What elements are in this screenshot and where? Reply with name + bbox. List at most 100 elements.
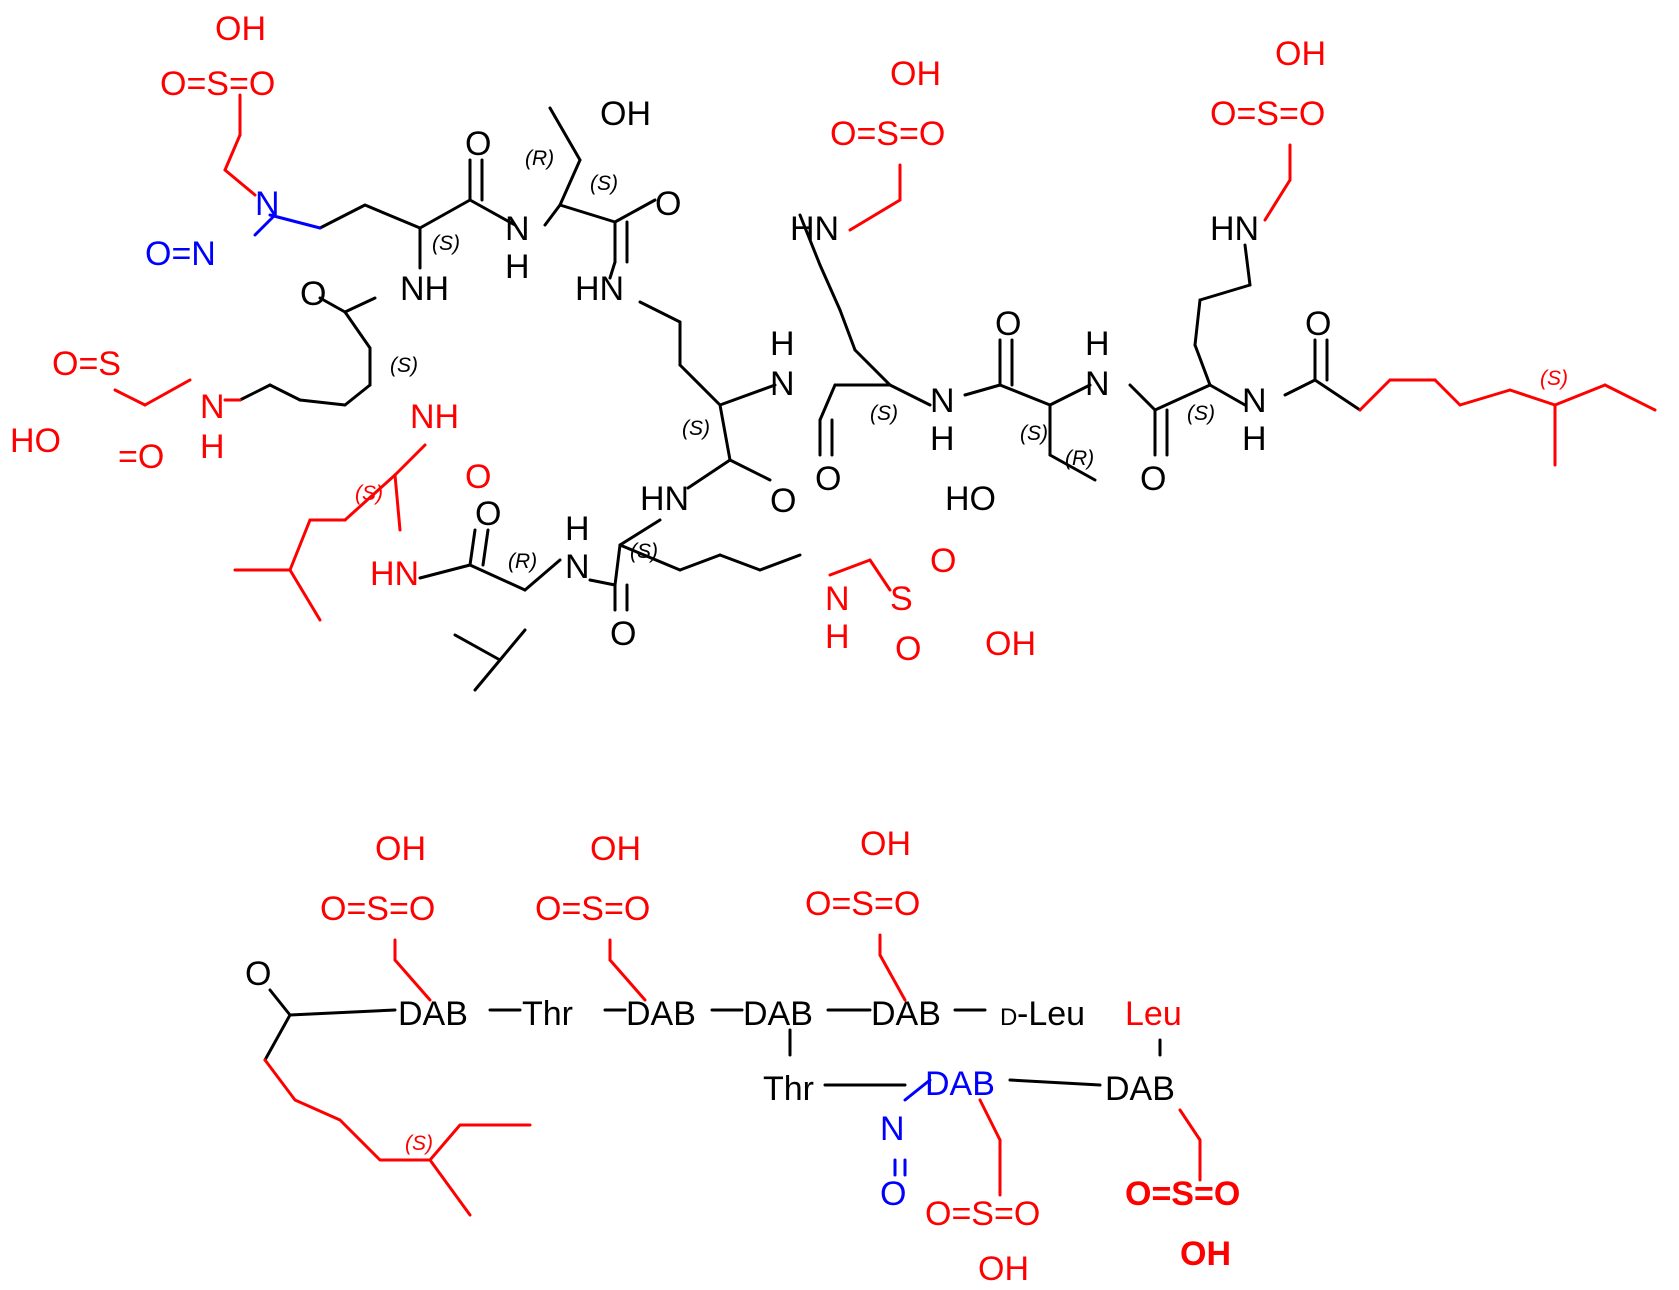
label-h: H xyxy=(770,325,795,363)
label-nh: NH xyxy=(410,398,459,436)
stereo-label: (S) xyxy=(682,417,710,440)
residue-dab: DAB xyxy=(626,995,696,1033)
label-hn: HN xyxy=(640,480,689,518)
residue-dab: DAB xyxy=(743,995,813,1033)
label-h: H xyxy=(505,248,530,286)
scheme-modified-bonds xyxy=(263,933,1202,1217)
label-sulfonyl: O=S=O xyxy=(320,890,435,928)
label-hn: HN xyxy=(1210,210,1259,248)
label-ho: HO xyxy=(945,480,996,518)
label-ho: HO xyxy=(10,422,61,460)
residue-dab: DAB xyxy=(398,995,468,1033)
stereo-label: (R) xyxy=(525,147,554,170)
label-oh: OH xyxy=(1180,1235,1231,1273)
label-oh: OH xyxy=(985,625,1036,663)
label-hn: HN xyxy=(575,270,624,308)
label-oh: OH xyxy=(1275,35,1326,73)
label-nh: N xyxy=(505,210,530,248)
label-sulfonyl: O=S=O xyxy=(1125,1175,1240,1213)
scheme-black-labels: O DAB Thr DAB DAB DAB D -Leu Thr DAB xyxy=(245,955,1175,1108)
label-h: H xyxy=(825,618,850,656)
label-eq-o: =O xyxy=(118,438,164,476)
label-o: O xyxy=(465,125,491,163)
label-h: H xyxy=(930,420,955,458)
stereo-label: (S) xyxy=(432,232,460,255)
label-o: O xyxy=(770,482,796,520)
label-sulfonyl: O xyxy=(895,630,921,668)
label-oh: OH xyxy=(978,1250,1029,1288)
label-oh: OH xyxy=(590,830,641,868)
label-h: H xyxy=(1242,420,1267,458)
scheme-modified-labels: Leu OH O=S=O OH O=S=O OH O=S=O O=S=O OH … xyxy=(320,825,1240,1288)
stereo-label: (R) xyxy=(1065,447,1094,470)
nitroso-labels: N O=N xyxy=(145,185,280,273)
residue-d-prefix: D xyxy=(1000,1004,1017,1031)
label-n: N xyxy=(825,580,850,618)
label-n: N xyxy=(1085,365,1110,403)
label-n: N xyxy=(565,548,590,586)
label-n: N xyxy=(770,365,795,403)
label-n: N xyxy=(200,388,225,426)
scheme-backbone-bonds xyxy=(263,988,1162,1087)
label-nh: NH xyxy=(400,270,449,308)
label-o: O xyxy=(815,460,841,498)
label-o: O xyxy=(655,185,681,223)
label-sulfonyl: S xyxy=(890,580,913,618)
label-h: H xyxy=(565,510,590,548)
label-oh: OH xyxy=(600,95,651,133)
label-n: N xyxy=(880,1110,905,1148)
label-sulfonyl: O=S=O xyxy=(925,1195,1040,1233)
cyclic-peptide-structure: O N H OH O HN O NH H N O HN O N H H N HO… xyxy=(10,10,1657,692)
label-o-eq-n: O=N xyxy=(145,235,216,273)
stereo-label: (R) xyxy=(508,550,537,573)
label-o: O xyxy=(1305,305,1331,343)
label-o: O xyxy=(995,305,1021,343)
backbone-labels: O N H OH O HN O NH H N O HN O N H H N HO… xyxy=(300,95,1331,653)
stereo-label: (S) xyxy=(1020,422,1048,445)
label-sulfonyl: O=S=O xyxy=(1210,95,1325,133)
label-hn: HN xyxy=(790,210,839,248)
stereo-label: (S) xyxy=(390,354,418,377)
backbone-bonds xyxy=(238,106,1362,692)
scheme-nitroso-labels: DAB N O xyxy=(880,1065,995,1213)
stereo-label: (S) xyxy=(405,1132,433,1155)
residue-leu: Leu xyxy=(1125,995,1182,1033)
residue-scheme: O DAB Thr DAB DAB DAB D -Leu Thr DAB Leu… xyxy=(245,825,1240,1288)
residue-dab: DAB xyxy=(1105,1070,1175,1108)
label-o: O xyxy=(610,615,636,653)
label-sulfonyl: O xyxy=(930,542,956,580)
residue-thr: Thr xyxy=(763,1070,814,1108)
label-o: O xyxy=(1140,460,1166,498)
label-sulfonyl: O=S=O xyxy=(535,890,650,928)
label-h: H xyxy=(200,428,225,466)
label-sulfonyl: O=S xyxy=(52,345,121,383)
stereo-label: (S) xyxy=(870,402,898,425)
residue-d-leu: -Leu xyxy=(1017,995,1085,1033)
modified-labels: OH O=S=O O=S =O HO N H NH O HN N H O S O… xyxy=(10,10,1568,668)
stereo-label: (S) xyxy=(355,482,383,505)
nitroso-bonds xyxy=(253,213,322,237)
stereo-labels: (R) (S) (S) (S) (S) (S) (S) (R) (S) (R) … xyxy=(390,147,1215,573)
label-sulfonyl: O=S=O xyxy=(830,115,945,153)
label-hn: HN xyxy=(370,555,419,593)
residue-dab: DAB xyxy=(871,995,941,1033)
label-o: O xyxy=(245,955,271,993)
residue-thr: Thr xyxy=(522,995,573,1033)
label-n: N xyxy=(255,185,280,223)
stereo-label: (S) xyxy=(590,172,618,195)
label-h: H xyxy=(1085,325,1110,363)
label-sulfonyl: O=S=O xyxy=(805,885,920,923)
label-o: O xyxy=(300,275,326,313)
stereo-label: (S) xyxy=(630,540,658,563)
label-o: O xyxy=(880,1175,906,1213)
label-o: O xyxy=(475,495,501,533)
label-oh: OH xyxy=(215,10,266,48)
residue-dab-nitroso: DAB xyxy=(925,1065,995,1103)
modified-bonds xyxy=(113,93,1657,622)
label-n: N xyxy=(930,382,955,420)
label-oh: OH xyxy=(375,830,426,868)
label-oh: OH xyxy=(860,825,911,863)
label-n: N xyxy=(1242,382,1267,420)
label-o: O xyxy=(465,458,491,496)
